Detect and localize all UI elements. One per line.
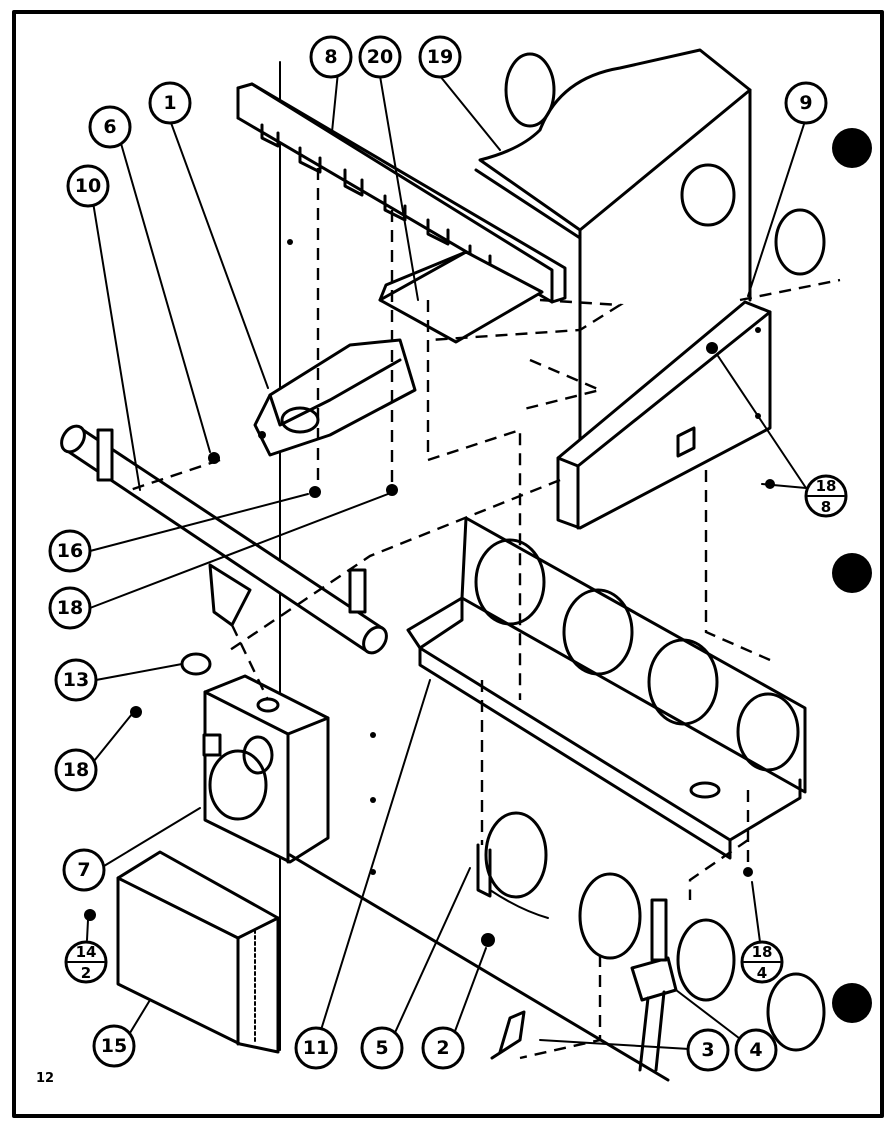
part-13-clamp — [180, 652, 212, 676]
svg-text:1: 1 — [163, 92, 176, 114]
callout-18-lower: 18 — [54, 748, 98, 792]
part-1-burner — [253, 338, 417, 457]
svg-text:11: 11 — [303, 1037, 329, 1059]
callout-8: 8 — [309, 35, 353, 79]
callout-4: 4 — [734, 1028, 778, 1072]
callout-3: 3 — [686, 1028, 730, 1072]
callout-18-upper: 18 — [48, 586, 92, 630]
assembly-guide-lines — [129, 168, 841, 1060]
registration-dot — [832, 553, 872, 593]
svg-text:15: 15 — [101, 1035, 127, 1057]
part-10-manifold-pipe — [60, 424, 388, 655]
callout-2: 2 — [421, 1026, 465, 1070]
callout-7: 7 — [62, 848, 106, 892]
part-2-screw — [481, 933, 495, 947]
part-7-gas-valve — [202, 674, 330, 864]
callout-16: 16 — [48, 529, 92, 573]
svg-text:7: 7 — [77, 859, 90, 881]
callout-14-over-2: 14 2 — [64, 940, 108, 984]
callout-15: 15 — [92, 1024, 136, 1068]
callout-18-over-8: 18 8 — [804, 474, 848, 518]
callout-9: 9 — [784, 81, 828, 125]
part-19-enclosure — [474, 48, 826, 442]
registration-dot — [832, 983, 872, 1023]
part-4-igniter — [630, 956, 678, 1002]
callout-1: 1 — [148, 81, 192, 125]
svg-text:4: 4 — [757, 964, 767, 982]
part-15-control-module — [116, 850, 280, 1054]
svg-text:13: 13 — [63, 669, 89, 691]
svg-text:20: 20 — [367, 46, 393, 68]
svg-text:4: 4 — [749, 1039, 762, 1061]
part-3-bracket — [490, 1010, 526, 1060]
callout-18-over-4: 18 4 — [740, 940, 784, 984]
part-14-screw — [84, 909, 96, 921]
part-18-screw — [130, 706, 142, 718]
page-border — [12, 10, 884, 1118]
svg-text:14: 14 — [76, 943, 97, 961]
callout-6: 6 — [88, 105, 132, 149]
part-16-screw — [309, 486, 321, 498]
svg-text:2: 2 — [81, 964, 91, 982]
svg-text:18: 18 — [752, 943, 773, 961]
part-9-mounting-bracket — [556, 300, 772, 530]
registration-dot — [832, 128, 872, 168]
callout-5: 5 — [360, 1026, 404, 1070]
igniter-assembly — [476, 811, 826, 1072]
page-number: 12 — [36, 1071, 54, 1086]
svg-text:8: 8 — [821, 498, 831, 516]
part-11-burner-tray — [406, 516, 807, 860]
callout-11: 11 — [294, 1026, 338, 1070]
svg-text:5: 5 — [375, 1037, 388, 1059]
svg-text:18: 18 — [63, 759, 89, 781]
callout-13: 13 — [54, 658, 98, 702]
svg-text:8: 8 — [324, 46, 337, 68]
svg-text:6: 6 — [103, 116, 116, 138]
svg-text:18: 18 — [816, 477, 837, 495]
svg-text:10: 10 — [75, 175, 101, 197]
callout-10: 10 — [66, 164, 110, 208]
callout-19: 19 — [418, 35, 462, 79]
svg-text:18: 18 — [57, 597, 83, 619]
svg-text:19: 19 — [427, 46, 453, 68]
part-20-bracket — [378, 250, 544, 344]
callout-20: 20 — [358, 35, 402, 79]
part-18-screw — [743, 867, 753, 877]
part-18-screw — [386, 484, 398, 496]
svg-text:3: 3 — [701, 1039, 714, 1061]
part-8-bracket-rail — [236, 82, 567, 304]
svg-text:9: 9 — [799, 92, 812, 114]
svg-text:2: 2 — [436, 1037, 449, 1059]
svg-text:16: 16 — [57, 540, 83, 562]
